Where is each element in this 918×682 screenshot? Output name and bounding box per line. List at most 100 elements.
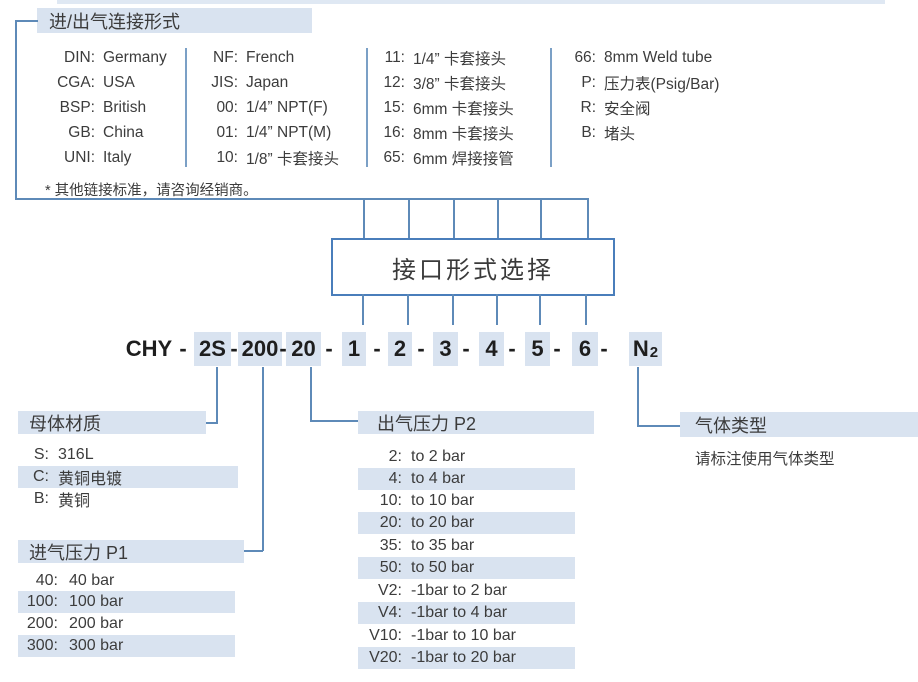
option-code: 2: (388, 448, 402, 465)
option-desc: 压力表(Psig/Bar) (604, 75, 720, 93)
material-section-title: 母体材质 (29, 413, 101, 434)
table-row: DIN: Germany (40, 45, 167, 70)
table-row: NF:French (196, 45, 339, 70)
inlet-pressure-section-title: 进气压力 P1 (29, 542, 129, 563)
option-code: 40: (35, 572, 58, 589)
option-code: 11: (384, 48, 405, 66)
option-desc: Japan (246, 73, 289, 91)
code-field-material: 2S (194, 332, 231, 366)
option-desc: USA (103, 73, 135, 91)
material-section-header: 母体材质 (18, 411, 206, 434)
code-dash: - (179, 336, 187, 361)
option-code: 35: (379, 537, 402, 554)
table-row: 16: 8mm 卡套接头 (375, 120, 514, 145)
option-row: B:黄铜 (18, 488, 238, 510)
port-type-selector-box: 接口形式选择 (331, 238, 615, 296)
option-code: C: (33, 468, 49, 485)
gas-symbol-subscript: 2 (649, 344, 659, 361)
option-row: 20:to 20 bar (358, 512, 575, 534)
option-row: 300: 300 bar (18, 635, 235, 657)
option-code: 16: (383, 123, 405, 141)
table-row: 66:8mm Weld tube (560, 45, 719, 70)
option-row: V4:-1bar to 4 bar (358, 602, 575, 624)
outlet-pressure-section-title: 出气压力 P2 (377, 413, 477, 434)
option-desc: 3/8” 卡套接头 (413, 75, 507, 93)
table-row: B: 堵头 (560, 120, 719, 145)
option-desc: 300 bar (69, 637, 124, 654)
table-row: 11:1/4” 卡套接头 (375, 45, 514, 70)
option-code: B: (581, 123, 596, 141)
table-row: GB: China (40, 120, 167, 145)
option-row: 200:200 bar (18, 613, 235, 635)
connection-footnote: * 其他链接标准，请咨询经销商。 (45, 183, 258, 199)
option-row: V2: -1bar to 2 bar (358, 580, 575, 602)
option-desc: 堵头 (604, 125, 636, 143)
option-code: V2: (377, 582, 402, 599)
option-code: P: (581, 73, 596, 91)
connection-col-standards-1: DIN: Germany CGA:USA BSP:British GB: China… (40, 45, 167, 170)
option-row: S:316L (18, 444, 238, 466)
code-dash: - (417, 336, 425, 361)
option-desc: Italy (103, 148, 132, 166)
code-field-port-3: 3 (433, 332, 458, 366)
connector-line (452, 294, 454, 325)
code-field-outlet-pressure: 20 (286, 332, 321, 366)
table-row: 10:1/8” 卡套接头 (196, 145, 339, 170)
connection-col-standards-2: NF:French JIS:Japan 00:1/4” NPT(F) 01:1/… (196, 45, 339, 170)
connector-line (310, 367, 312, 421)
code-dash: - (279, 336, 287, 361)
table-row: CGA:USA (40, 70, 167, 95)
connector-line (15, 20, 38, 22)
top-edge-strip (57, 0, 885, 4)
option-row: C:黄铜电镀 (18, 466, 238, 488)
option-desc: 100 bar (69, 593, 124, 610)
table-row: JIS:Japan (196, 70, 339, 95)
option-desc: -1bar to 10 bar (411, 627, 516, 644)
option-row: 50: to 50 bar (358, 557, 575, 579)
option-desc: 8mm Weld tube (604, 48, 713, 66)
code-dash: - (325, 336, 333, 361)
connector-line (407, 294, 409, 325)
option-code: 15: (383, 98, 405, 116)
option-code: V10: (369, 627, 402, 644)
option-desc: 1/4” NPT(M) (246, 123, 332, 141)
option-code: 50: (379, 559, 402, 576)
option-desc: French (246, 48, 295, 66)
connector-line (539, 294, 541, 325)
connection-col-accessories: 66:8mm Weld tube P: 压力表(Psig/Bar) R:安全阀 B… (560, 45, 719, 145)
option-desc: China (103, 123, 144, 141)
option-desc: 安全阀 (604, 100, 651, 118)
option-desc: 6mm 卡套接头 (413, 100, 514, 118)
option-code: UNI: (64, 148, 95, 166)
option-code: GB: (68, 123, 95, 141)
option-row: V10: -1bar to 10 bar (358, 625, 575, 647)
table-divider (366, 48, 368, 167)
option-code: V20: (369, 649, 402, 666)
option-row: 10:to 10 bar (358, 490, 575, 512)
code-dash: - (553, 336, 561, 361)
option-desc: to 4 bar (411, 470, 466, 487)
code-field-port-1: 1 (342, 332, 366, 366)
option-code: 300: (26, 637, 58, 654)
option-desc: -1bar to 2 bar (411, 582, 508, 599)
connector-line (637, 425, 681, 427)
connector-line (237, 550, 263, 552)
option-code: 00: (216, 98, 238, 116)
option-code: S: (33, 446, 49, 463)
gas-symbol: N (632, 336, 649, 361)
option-desc: 6mm 焊接接管 (413, 150, 514, 168)
option-desc: to 2 bar (411, 448, 466, 465)
option-code: 100: (26, 593, 58, 610)
option-desc: 黄铜 (58, 493, 91, 510)
connector-line (216, 367, 218, 424)
option-desc: British (103, 98, 147, 116)
option-code: DIN: (64, 48, 95, 66)
connection-col-fittings: 11:1/4” 卡套接头 12:3/8” 卡套接头 15:6mm 卡套接头 16… (375, 45, 514, 170)
option-desc: Germany (103, 48, 167, 66)
table-row: R:安全阀 (560, 95, 719, 120)
option-desc: 8mm 卡套接头 (413, 125, 514, 143)
option-code: V4: (377, 604, 402, 621)
table-row: BSP:British (40, 95, 167, 120)
option-desc: to 50 bar (411, 559, 475, 576)
